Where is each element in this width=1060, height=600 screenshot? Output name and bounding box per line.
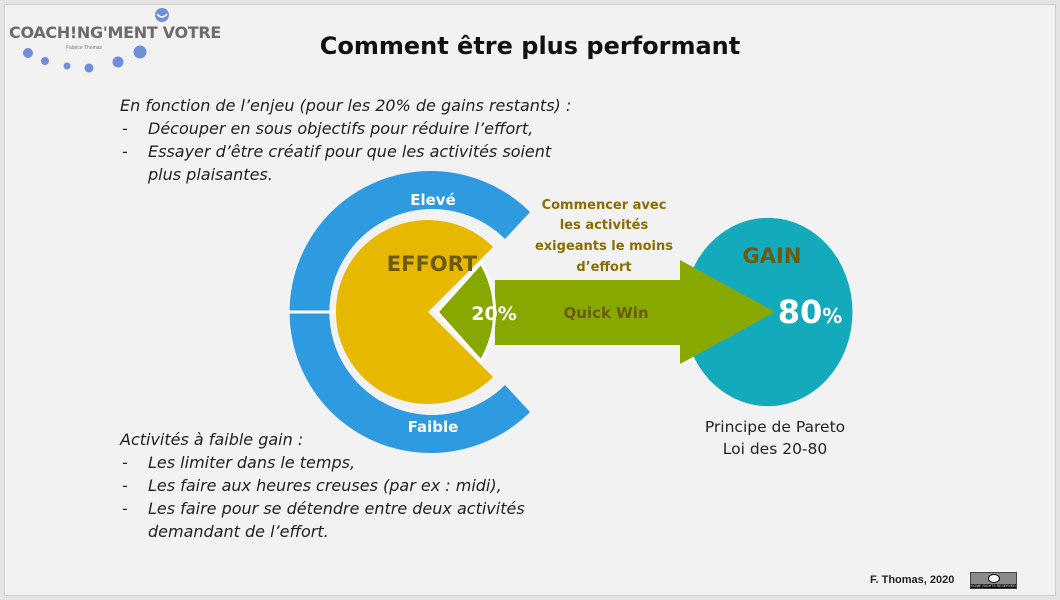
- arrow-note-line: exigeants le moins: [535, 239, 673, 254]
- logo: COACH!NG'MENT VOTRE: [9, 23, 222, 42]
- footer-author: F. Thomas, 2020: [870, 574, 955, 586]
- bottom-heading: Activités à faible gain :: [120, 430, 304, 449]
- top-heading: En fonction de l’enjeu (pour les 20% de …: [120, 96, 572, 115]
- ring-top-label: Elevé: [410, 191, 456, 209]
- effort-label: EFFORT: [387, 252, 478, 276]
- pareto-caption: Principe de Pareto Loi des 20-80: [680, 416, 870, 460]
- cc-license-badge: SOME RIGHTS RESERVED: [970, 572, 1017, 589]
- ring-bottom-label: Faible: [408, 418, 459, 436]
- wedge-label: 20%: [471, 303, 516, 325]
- list-item: -Découper en sous objectifs pour réduire…: [122, 119, 534, 138]
- list-item: -Les limiter dans le temps,: [122, 453, 356, 472]
- list-item: -Essayer d’être créatif pour que les act…: [122, 142, 552, 184]
- arrow-note-line: les activités: [560, 218, 649, 233]
- logo-subtitle: Fabrice Thomas: [66, 45, 103, 51]
- arrow-note-line: Commencer avec: [542, 198, 667, 213]
- logo-dots: [23, 8, 169, 73]
- gain-label: GAIN: [743, 244, 802, 268]
- page-title: Comment être plus performant: [319, 32, 741, 60]
- effort-pie: [335, 220, 493, 405]
- list-item: -Les faire pour se détendre entre deux a…: [122, 499, 525, 541]
- arrow-note-line: d’effort: [576, 260, 631, 275]
- top-text-block: En fonction de l’enjeu (pour les 20% de …: [120, 94, 571, 186]
- wedge-20: [434, 260, 497, 364]
- ring-shape: [289, 170, 530, 454]
- pareto-line: Loi des 20-80: [722, 440, 828, 458]
- list-item: -Les faire aux heures creuses (par ex : …: [122, 476, 502, 495]
- quick-win-arrow: [495, 260, 775, 364]
- gain-value: 80%: [778, 293, 843, 331]
- pareto-line: Principe de Pareto: [704, 418, 846, 436]
- bottom-text-block: Activités à faible gain : -Les limiter d…: [120, 428, 548, 543]
- quick-win-label: Quick Win: [563, 304, 648, 322]
- cc-icon: [987, 574, 1000, 583]
- license-text: SOME RIGHTS RESERVED: [971, 584, 1016, 588]
